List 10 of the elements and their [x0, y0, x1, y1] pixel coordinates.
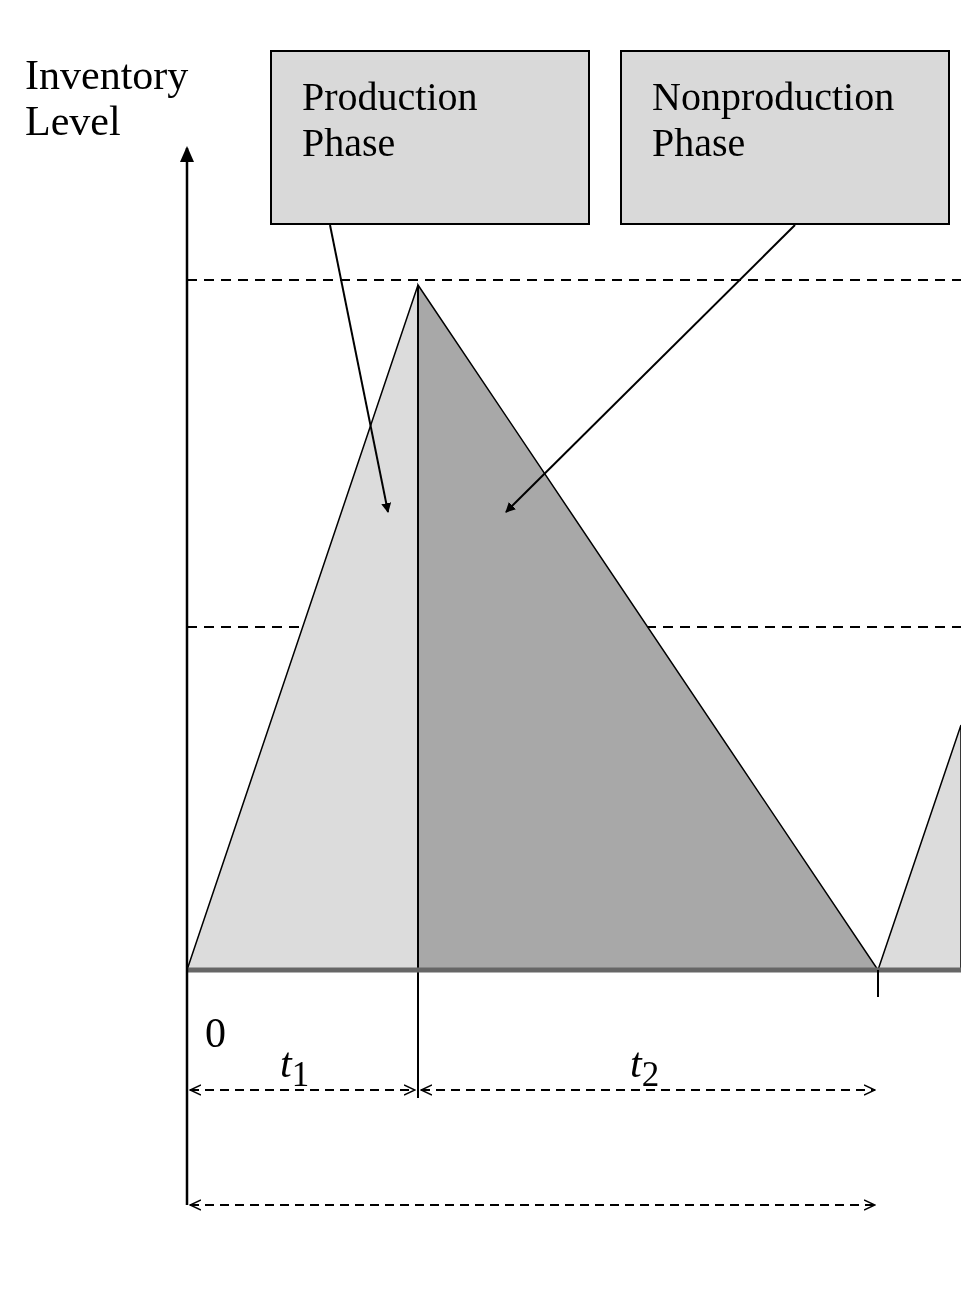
leader-arrow — [329, 224, 392, 513]
phase-label-box: Production Phase — [270, 50, 590, 225]
leader-arrow — [505, 224, 796, 513]
axis-title: Inventory Level — [25, 52, 190, 145]
time-interval-label: t$_{2}$ — [630, 1040, 660, 1095]
phase-label-box: Nonproduction Phase — [620, 50, 950, 225]
origin-label: 0 — [205, 1010, 226, 1057]
inventory-triangle — [185, 284, 419, 971]
time-interval-label: t$_{1}$ — [280, 1040, 310, 1095]
inventory-triangle — [417, 282, 880, 971]
